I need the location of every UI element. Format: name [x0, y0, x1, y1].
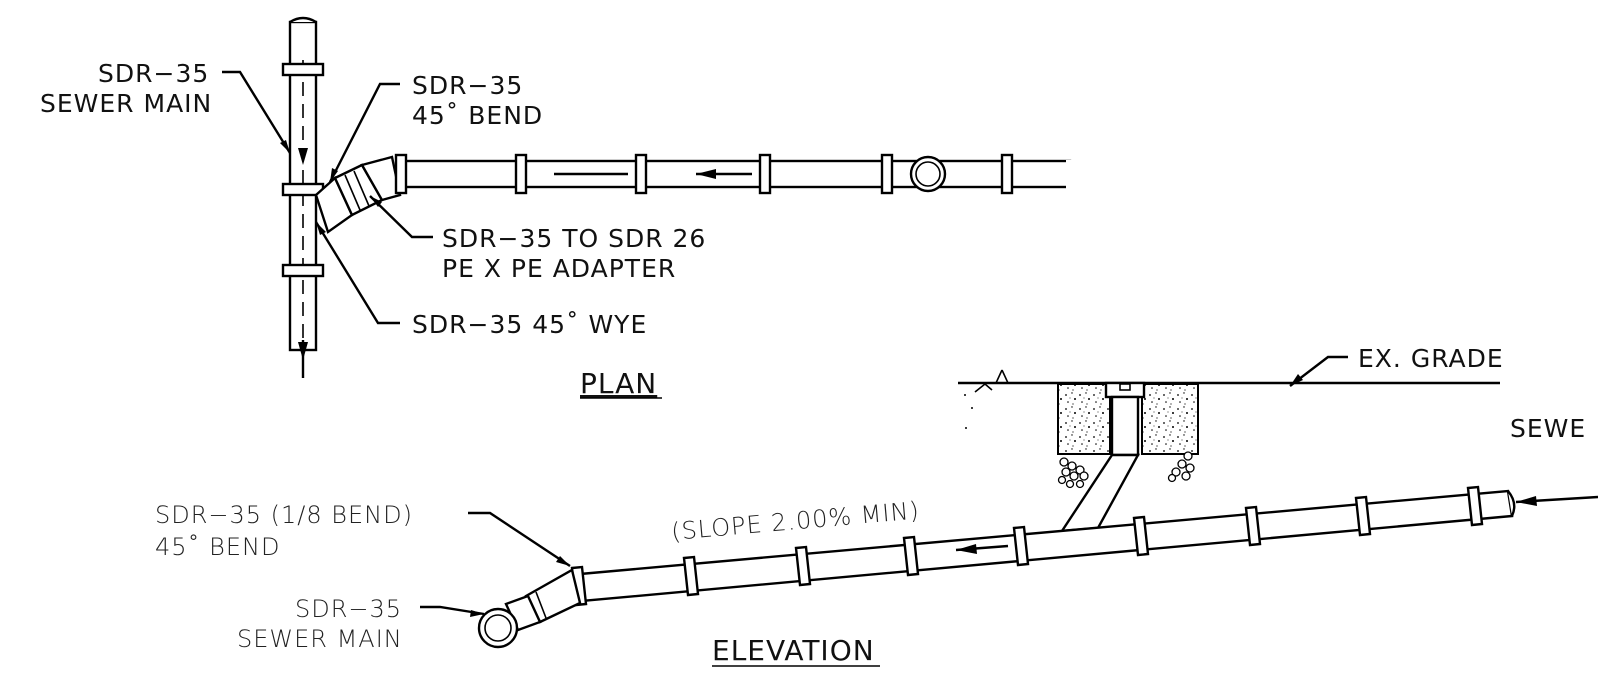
plan-view: SDR−35 SEWER MAIN SDR−35 45˚ BEND SDR−35…: [40, 16, 1076, 400]
elevation-view: EX. GRADE SEWE (SLOPE 2.00% MIN) SDR−35 …: [155, 344, 1598, 667]
concrete-collar-right: [1141, 383, 1199, 455]
plan-lateral-coupling: [880, 153, 894, 195]
plan-lateral-coupling: [758, 153, 772, 195]
concrete-collar-left: [1057, 383, 1111, 455]
elevation-title: ELEVATION: [712, 634, 875, 667]
plan-main-coupling: [281, 62, 325, 77]
gravel-bedding: [1057, 451, 1195, 489]
elevation-couplings: [570, 485, 1484, 607]
plan-adapter-label-line2: PE X PE ADAPTER: [442, 254, 676, 283]
plan-main-label-line1: SDR−35: [98, 59, 209, 88]
plan-lateral-coupling: [394, 153, 408, 195]
plan-main-coupling: [281, 263, 325, 278]
plan-wye-label: SDR−35 45˚ WYE: [412, 310, 647, 339]
elevation-main-pipe: [578, 489, 1514, 603]
plan-lateral-coupling: [514, 153, 528, 195]
plan-bend-label-line1: SDR−35: [412, 71, 523, 100]
plan-lateral-coupling: [1000, 153, 1014, 195]
plan-bend-label-line2: 45˚ BEND: [412, 101, 543, 130]
elevation-bend-label-line2: 45˚ BEND: [155, 533, 280, 561]
slope-label: (SLOPE 2.00% MIN): [670, 496, 921, 546]
plan-bend: [360, 155, 402, 202]
cleanout-riser-pipe: [1110, 395, 1140, 457]
elevation-bend-label-line1: SDR−35 (1/8 BEND): [155, 501, 413, 529]
plan-adapter-label-line1: SDR−35 TO SDR 26: [442, 224, 706, 253]
grade-label: EX. GRADE: [1358, 344, 1504, 373]
elevation-main-label-line1: SDR−35: [295, 595, 402, 623]
sewer-label-cut: SEWE: [1510, 414, 1586, 443]
elevation-main-label-line2: SEWER MAIN: [237, 625, 403, 653]
plan-title: PLAN: [580, 367, 657, 400]
plan-main-label-line2: SEWER MAIN: [40, 89, 212, 118]
plan-lateral-coupling: [634, 153, 648, 195]
